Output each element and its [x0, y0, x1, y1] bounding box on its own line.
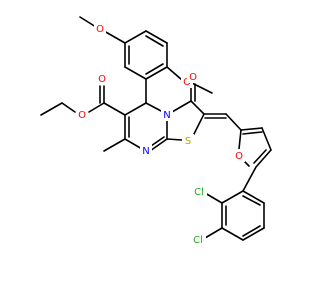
oxygen-label: O	[78, 110, 86, 121]
bond	[103, 102, 126, 116]
bond	[193, 113, 205, 135]
atom-labels: O O O O O O N N S Cl Cl	[76, 22, 245, 246]
chlorine-label: Cl	[194, 187, 204, 198]
chlorine-label: Cl	[193, 235, 203, 246]
bond	[79, 16, 97, 28]
bond	[240, 127, 263, 131]
bond	[221, 190, 244, 204]
structure-diagram: O O O O O O N N S Cl Cl	[40, 16, 272, 246]
bond	[238, 129, 242, 150]
bond	[190, 100, 205, 115]
bond	[40, 102, 63, 116]
bond	[242, 227, 265, 241]
bond	[145, 66, 168, 80]
bond	[145, 30, 168, 44]
oxygen-label: O	[96, 24, 104, 35]
bond	[61, 102, 76, 113]
bond	[103, 138, 126, 152]
molecule-canvas: O O O O O O N N S Cl Cl	[40, 16, 272, 246]
nitrogen-label: N	[163, 110, 170, 121]
sulfur-label: S	[185, 136, 191, 147]
bond	[145, 35, 164, 47]
bond	[145, 63, 164, 75]
bond	[261, 127, 272, 151]
bond	[149, 138, 168, 152]
bond	[88, 102, 105, 113]
bond	[255, 149, 272, 168]
bond	[225, 113, 242, 131]
oxygen-label: O	[235, 151, 243, 162]
bond	[166, 138, 183, 141]
oxygen-label: O	[189, 72, 197, 83]
bond	[124, 138, 143, 150]
bond	[150, 136, 165, 147]
bond	[204, 192, 223, 204]
bond	[253, 149, 267, 164]
bond	[166, 66, 183, 81]
bond	[242, 225, 261, 237]
oxygen-label: O	[98, 74, 106, 85]
bonds	[40, 16, 272, 241]
bond	[171, 100, 192, 113]
bond	[124, 102, 147, 116]
bond	[242, 190, 265, 204]
bond	[103, 30, 126, 44]
bond	[124, 66, 147, 80]
nitrogen-label: N	[142, 146, 149, 157]
bond	[242, 166, 257, 192]
bond	[242, 195, 261, 206]
bond	[145, 102, 164, 113]
bond	[124, 30, 147, 44]
bond	[204, 227, 223, 239]
bond	[221, 227, 244, 241]
bond	[242, 131, 263, 135]
